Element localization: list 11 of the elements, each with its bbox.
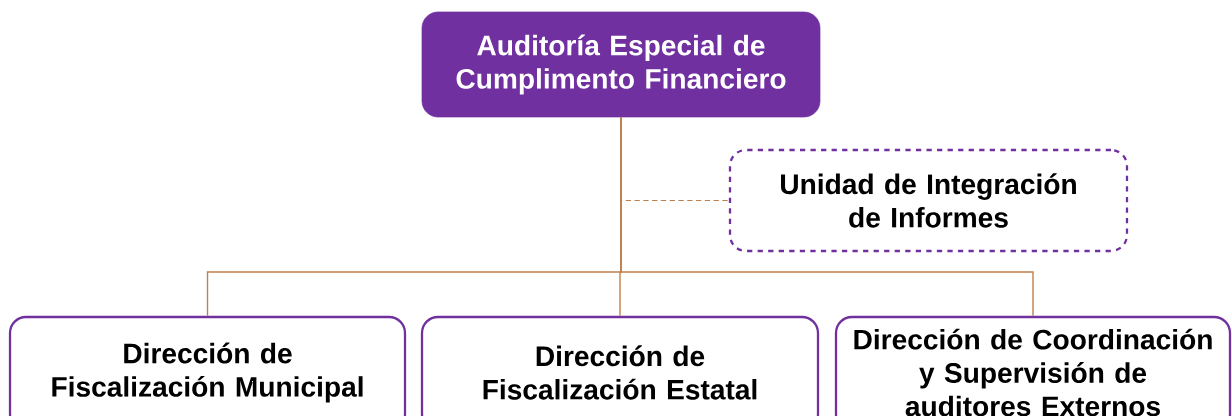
box-label: Auditoría Especial de Cumplimento Financiero — [456, 34, 786, 95]
box-label: Unidad de Integración de Informes — [781, 173, 1076, 228]
box-label: Dirección de Fiscalización Municipal — [52, 342, 363, 403]
staff-box — [728, 148, 1129, 253]
head-box — [421, 11, 821, 118]
connector-line — [620, 116, 1034, 317]
unit-box — [834, 315, 1232, 416]
box-label: Dirección de Coordinación y Supervisión de auditores Externos — [854, 328, 1212, 416]
unit-box — [420, 315, 820, 416]
unit-box — [8, 315, 407, 416]
box-label: Dirección de Fiscalización Estatal — [483, 345, 757, 400]
